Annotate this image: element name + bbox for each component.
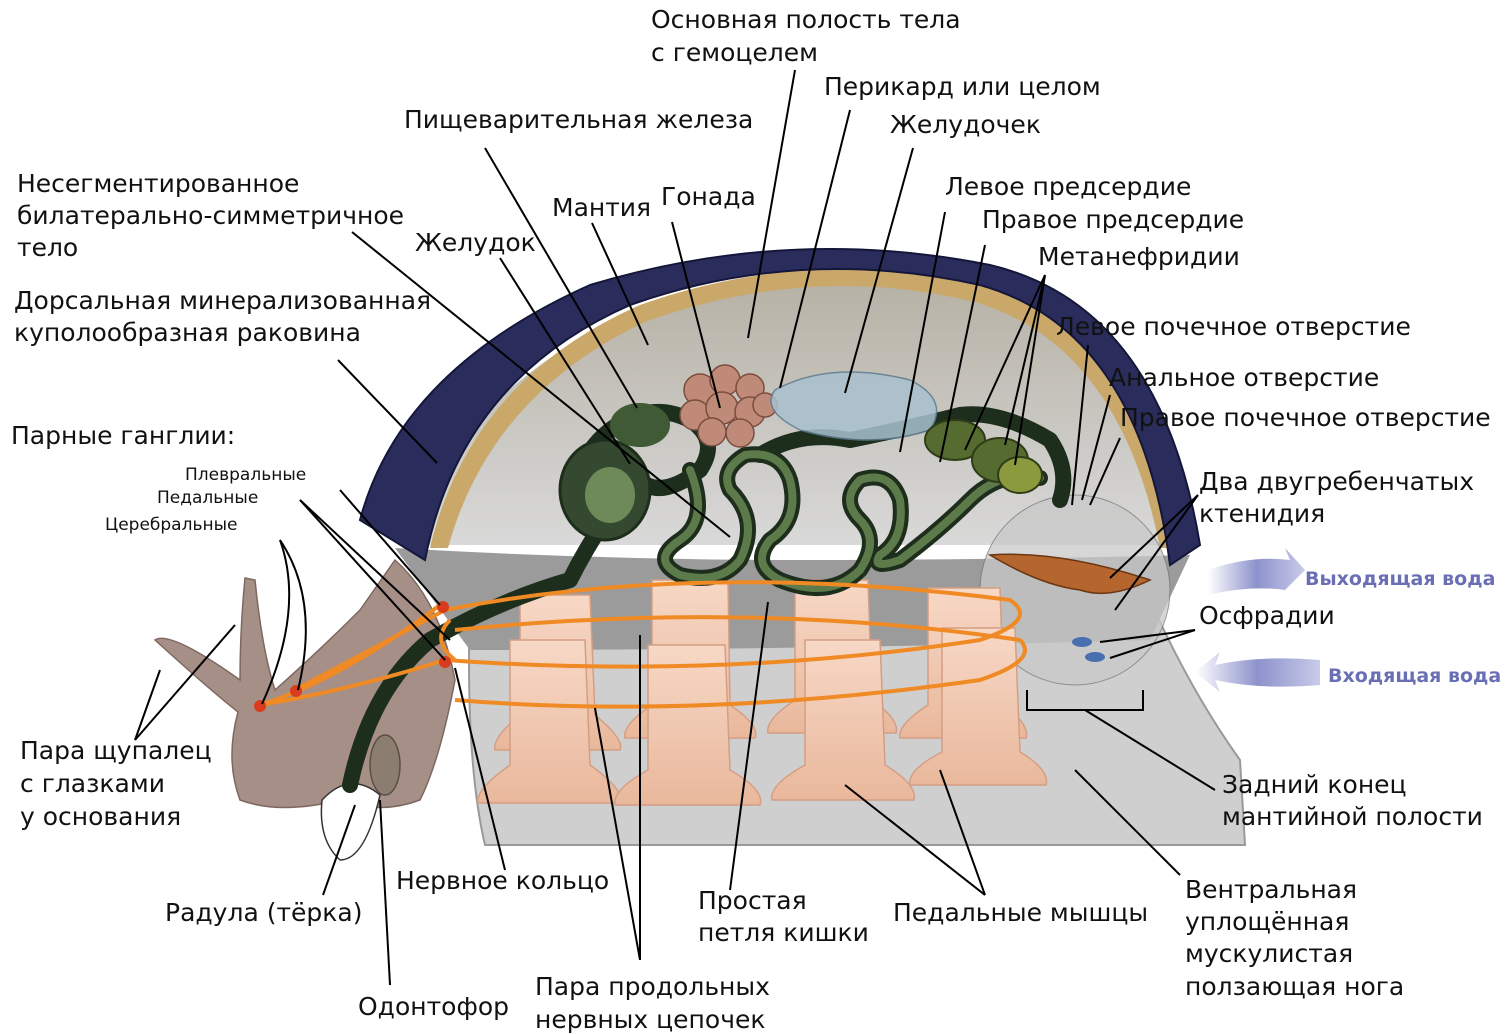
label-tentacles-3: у основания — [20, 802, 181, 831]
label-ventricle: Желудочек — [890, 110, 1041, 139]
osphradium-lower — [1085, 652, 1105, 662]
label-left-atrium: Левое предсердие — [945, 172, 1191, 201]
label-pedal-ganglia: Педальные — [157, 488, 258, 508]
label-stomach: Желудок — [415, 228, 536, 257]
label-incoming-water: Входящая вода — [1328, 665, 1501, 687]
label-pericardium: Перикард или целом — [824, 72, 1101, 101]
label-pleural-ganglia: Плевральные — [185, 465, 306, 485]
label-unsegmented-1: Несегментированное — [17, 169, 299, 198]
label-tentacles-1: Пара щупалец — [20, 736, 212, 765]
label-foot-1: Вентральная — [1185, 875, 1357, 904]
osphradium-upper — [1072, 637, 1092, 647]
label-radula: Радула (тёрка) — [165, 898, 362, 927]
label-unsegmented-3: тело — [17, 233, 78, 262]
label-body-cavity-1: Основная полость тела — [651, 5, 961, 34]
label-outgoing-water: Выходящая вода — [1305, 568, 1495, 590]
label-foot-4: ползающая нога — [1185, 972, 1404, 1001]
label-gut-loop-1: Простая — [698, 886, 807, 915]
label-metanephridia: Метанефридии — [1038, 242, 1240, 271]
label-mantle-cavity-1: Задний конец — [1222, 770, 1407, 799]
label-ctenidia-2: ктенидия — [1199, 499, 1325, 528]
label-foot-3: мускулистая — [1185, 939, 1353, 968]
label-unsegmented-2: билатерально-симметричное — [17, 201, 404, 230]
label-nerve-ring: Нервное кольцо — [396, 866, 609, 895]
label-pedal-muscles: Педальные мышцы — [893, 898, 1148, 927]
incoming-water-arrow — [1195, 652, 1320, 692]
label-gonad: Гонада — [661, 182, 756, 211]
label-anal-opening: Анальное отверстие — [1109, 363, 1379, 392]
label-shell-1: Дорсальная минерализованная — [14, 286, 431, 315]
radula — [321, 784, 380, 860]
label-ctenidia-1: Два двугребенчатых — [1199, 467, 1474, 496]
label-nerve-cords-2: нервных цепочек — [535, 1005, 765, 1034]
label-gut-loop-2: петля кишки — [698, 918, 869, 947]
label-tentacles-2: с глазками — [20, 769, 165, 798]
label-foot-2: уплощённая — [1185, 907, 1349, 936]
label-odontophore: Одонтофор — [358, 992, 509, 1021]
label-right-atrium: Правое предсердие — [982, 205, 1244, 234]
label-right-renal-opening: Правое почечное отверстие — [1120, 403, 1491, 432]
label-mantle: Мантия — [552, 193, 651, 222]
label-body-cavity-2: с гемоцелем — [651, 38, 818, 67]
label-mantle-cavity-2: мантийной полости — [1222, 802, 1483, 831]
label-cerebral-ganglia: Церебральные — [105, 515, 237, 535]
label-digestive-gland: Пищеварительная железа — [404, 105, 753, 134]
label-paired-ganglia: Парные ганглии: — [11, 421, 235, 450]
outgoing-water-arrow — [1208, 548, 1305, 595]
odontophore — [370, 735, 400, 795]
label-left-renal-opening: Левое почечное отверстие — [1056, 312, 1411, 341]
label-nerve-cords-1: Пара продольных — [535, 972, 770, 1001]
label-osphradia: Осфрадии — [1199, 601, 1335, 630]
label-shell-2: куполообразная раковина — [14, 318, 361, 347]
